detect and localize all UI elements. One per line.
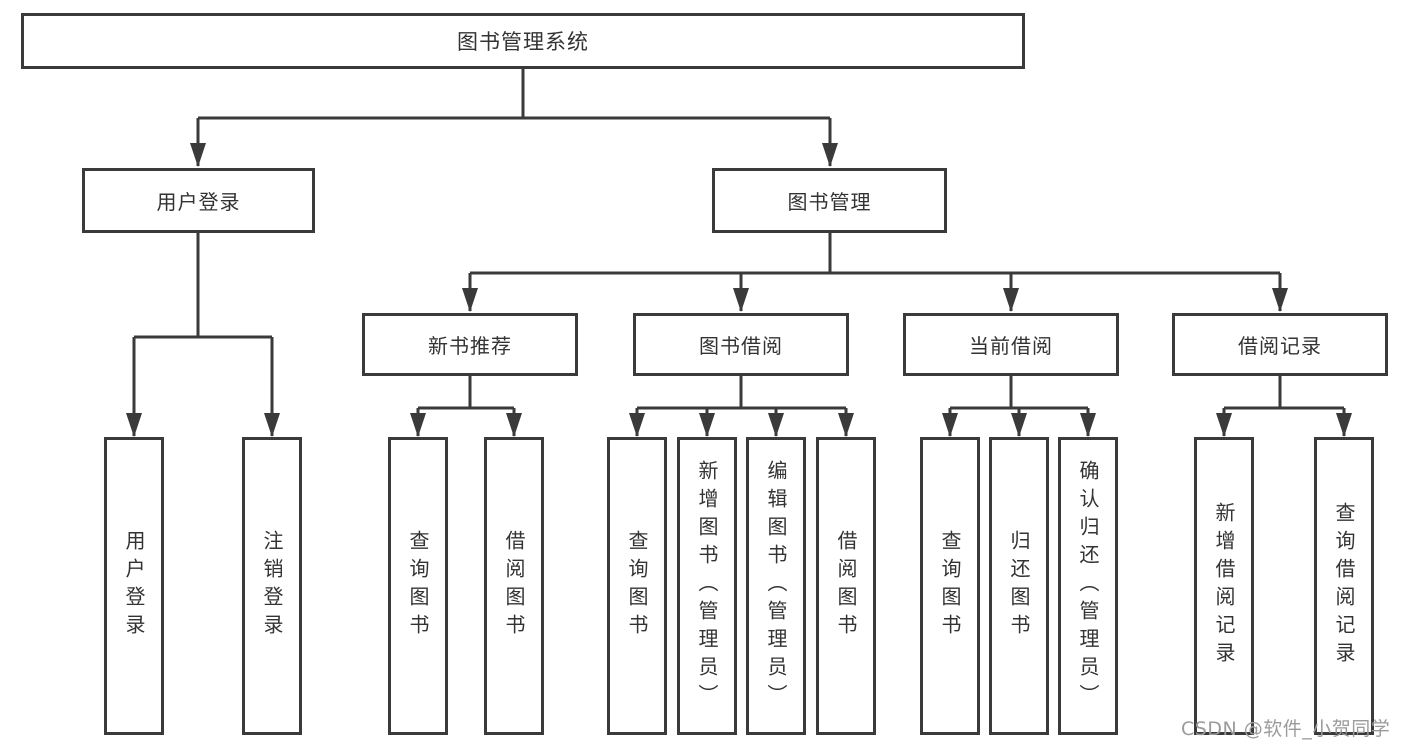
leaf-query-borrow-record: 查询借阅记录 [1314,437,1374,735]
node-label: 图书管理系统 [457,30,589,54]
csdn-watermark: CSDN @软件_小贺同学 [1181,718,1391,740]
connector-trunks [134,68,1344,410]
node-label: 图书借阅 [699,334,783,358]
leaf-label: 确认归还（管理员） [1076,460,1100,712]
leaf-label: 注销登录 [260,530,284,642]
leaf-borrow-books-recommend: 借阅图书 [484,437,544,735]
leaf-edit-book-admin: 编辑图书（管理员） [746,437,806,735]
node-book-management-branch: 图书管理 [712,168,947,233]
leaf-add-borrow-record: 新增借阅记录 [1194,437,1254,735]
node-user-login-branch: 用户登录 [82,168,315,233]
leaf-label: 新增借阅记录 [1212,502,1236,670]
leaf-label: 新增图书（管理员） [695,460,719,712]
node-label: 当前借阅 [969,334,1053,358]
leaf-label: 归还图书 [1007,530,1031,642]
leaf-label: 查询图书 [625,530,649,642]
leaf-label: 查询图书 [406,530,430,642]
leaf-label: 编辑图书（管理员） [764,460,788,712]
node-library-management-system: 图书管理系统 [21,13,1025,69]
leaf-confirm-return-admin: 确认归还（管理员） [1058,437,1118,735]
leaf-query-books-current: 查询图书 [920,437,980,735]
leaf-label: 用户登录 [122,530,146,642]
node-book-borrowing: 图书借阅 [633,313,849,376]
leaf-query-books-borrowing: 查询图书 [607,437,667,735]
node-label: 新书推荐 [428,334,512,358]
leaf-logout: 注销登录 [242,437,302,735]
node-label: 用户登录 [156,190,241,214]
connector-arrows [126,118,1352,437]
leaf-label: 查询借阅记录 [1332,502,1356,670]
leaf-label: 借阅图书 [502,530,526,642]
leaf-borrow-books-borrowing: 借阅图书 [816,437,876,735]
leaf-user-login: 用户登录 [104,437,164,735]
leaf-add-book-admin: 新增图书（管理员） [677,437,737,735]
node-label: 图书管理 [787,190,872,214]
leaf-label: 查询图书 [938,530,962,642]
leaf-label: 借阅图书 [834,530,858,642]
node-label: 借阅记录 [1238,334,1322,358]
leaf-query-books-recommend: 查询图书 [388,437,448,735]
node-current-borrowing: 当前借阅 [903,313,1119,376]
node-new-book-recommendation: 新书推荐 [362,313,578,376]
leaf-return-book: 归还图书 [989,437,1049,735]
node-borrowing-records: 借阅记录 [1172,313,1388,376]
